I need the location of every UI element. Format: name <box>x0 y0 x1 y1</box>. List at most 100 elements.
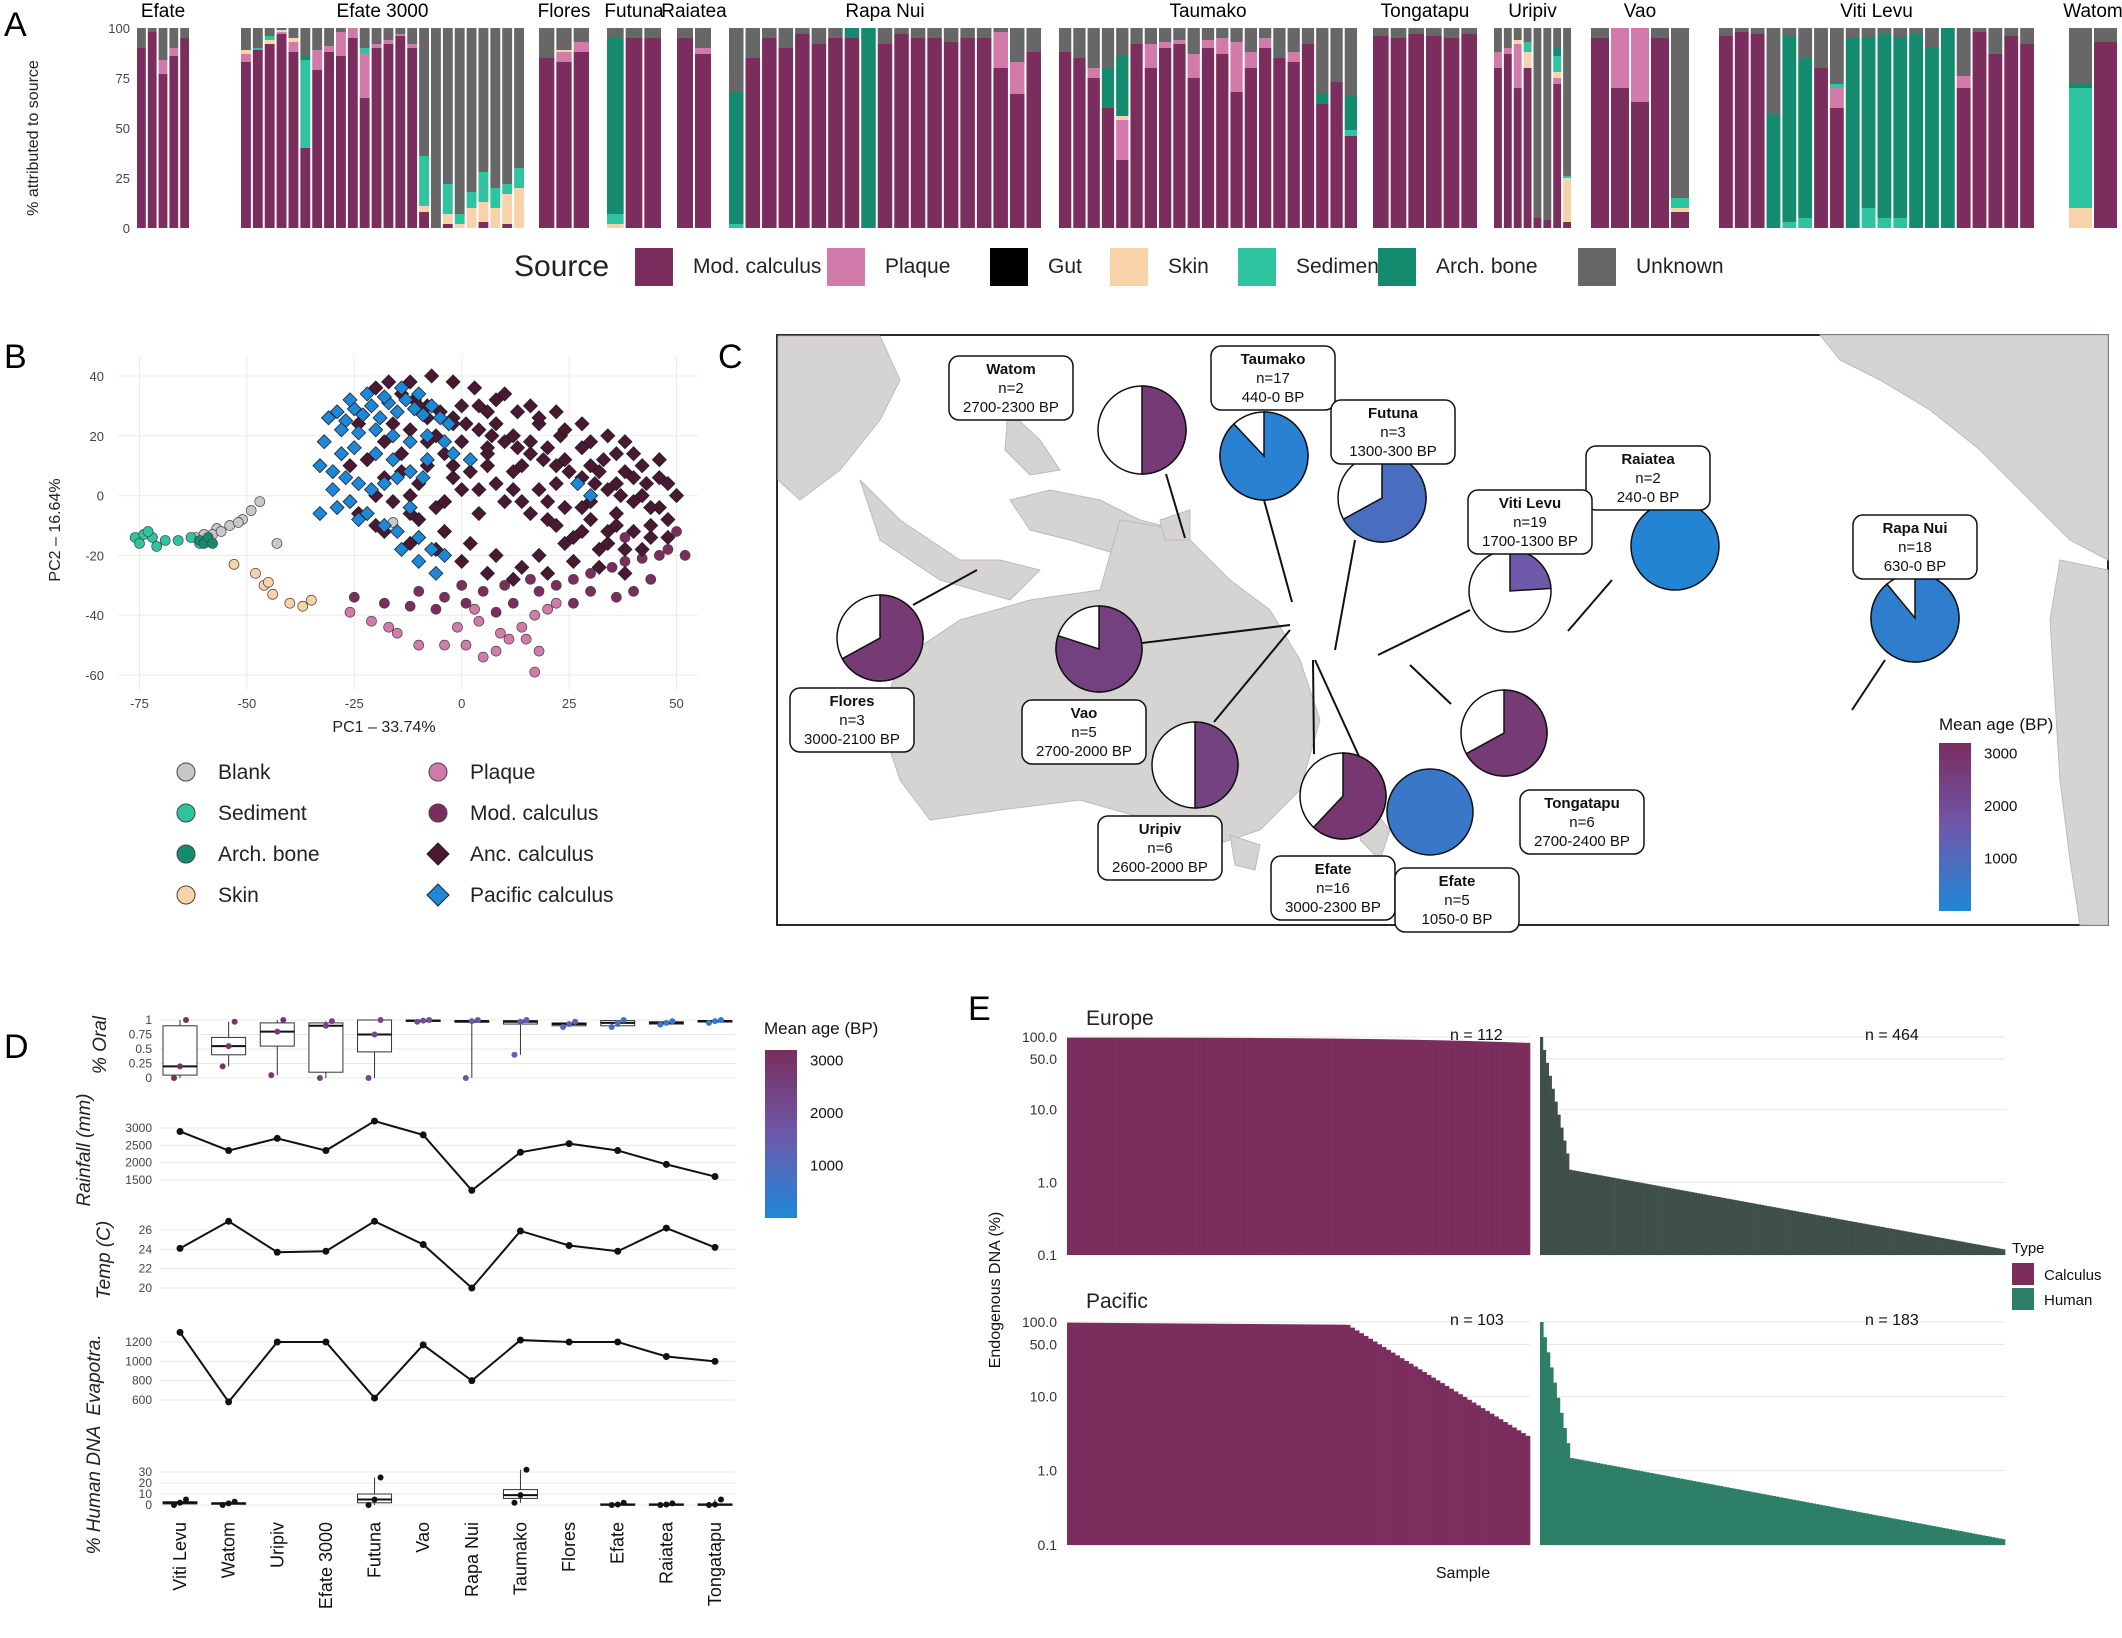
bar <box>1458 1394 1463 1545</box>
bar <box>1623 1467 1627 1545</box>
bar <box>1909 1232 1913 1255</box>
series-line <box>179 1119 716 1192</box>
bar <box>1170 1037 1175 1255</box>
bar <box>1679 1478 1684 1545</box>
bar-segment <box>1814 68 1828 228</box>
bar <box>1435 1380 1441 1545</box>
bar <box>1932 1236 1936 1255</box>
box-body <box>308 1022 344 1073</box>
land-mass <box>1229 834 1261 871</box>
pie-slice <box>1055 605 1143 693</box>
bar <box>1569 1169 1573 1255</box>
scatter-point <box>507 597 519 609</box>
label-box <box>1585 445 1711 511</box>
bar <box>1696 1481 1700 1545</box>
bar <box>1543 1337 1547 1545</box>
bar-segment <box>1159 48 1172 228</box>
bar <box>1192 1323 1198 1545</box>
bar <box>1785 1498 1790 1545</box>
bar <box>1129 1037 1134 1255</box>
bar <box>1858 1512 1863 1545</box>
bar-segment <box>336 28 346 32</box>
box-point <box>328 1018 335 1025</box>
y-tick-label: 75 <box>116 71 130 86</box>
panel-d-stack: 00.250.50.751% Oral1500200025003000Rainf… <box>74 1013 735 1609</box>
bar-segment <box>1513 28 1522 40</box>
x-category-label: Futuna <box>365 1521 385 1578</box>
bar-segment <box>1009 94 1025 228</box>
site-age-range: 3000-2100 BP <box>804 731 900 748</box>
bar-segment <box>695 28 711 48</box>
bar <box>1801 1212 1805 1255</box>
bar <box>1210 1323 1216 1545</box>
legend-label: Arch. bone <box>1436 255 1538 278</box>
bar <box>1264 1324 1270 1545</box>
y-tick-label: 0 <box>97 489 104 504</box>
bar-segment <box>419 212 429 228</box>
scatter-point <box>488 547 504 563</box>
scatter-point <box>522 505 539 522</box>
bar <box>1553 1382 1557 1545</box>
box-point <box>669 1500 676 1507</box>
bar <box>1071 1037 1076 1255</box>
site-age-range: 1300-300 BP <box>1349 443 1437 460</box>
bar-segment <box>877 44 893 228</box>
bar <box>1787 1209 1791 1255</box>
bar-segment <box>264 28 275 36</box>
subplot-ylabel: Temp (C) <box>94 1221 115 1299</box>
bar-segment <box>383 44 394 228</box>
scatter-point <box>404 600 416 612</box>
series-point <box>273 1338 281 1346</box>
bar-segment <box>1026 28 1041 52</box>
bar <box>1888 1228 1892 1255</box>
scatter-point <box>454 482 470 498</box>
bar-segment <box>442 184 453 214</box>
bar <box>1742 1490 1747 1545</box>
bar-segment <box>478 202 489 222</box>
legend-key <box>426 883 450 907</box>
bar-segment <box>137 48 146 228</box>
y-tick-label: 2000 <box>125 1156 152 1170</box>
bar <box>1098 1322 1104 1545</box>
box-point <box>316 1075 323 1081</box>
box-point <box>274 1028 281 1035</box>
legend-swatch <box>635 248 673 286</box>
bar <box>1467 1399 1472 1545</box>
bar <box>1673 1188 1677 1255</box>
bar <box>1734 1200 1738 1255</box>
bar-segment <box>1144 68 1157 228</box>
bar <box>1480 1408 1486 1545</box>
box-point <box>511 1499 518 1506</box>
facet-n-label: n = 103 <box>1450 1312 1504 1329</box>
pie-efate <box>1299 752 1387 840</box>
scatter-point <box>497 386 513 402</box>
bar <box>1341 1324 1346 1545</box>
bar <box>1995 1537 1999 1545</box>
bar <box>1091 1037 1097 1255</box>
bar <box>1615 1178 1619 1255</box>
bar-segment <box>1426 28 1442 36</box>
site-age-range: 240-0 BP <box>1617 489 1680 506</box>
scatter-point <box>548 404 564 420</box>
series-point <box>468 1284 476 1292</box>
bar <box>1912 1232 1916 1255</box>
site-n: n=2 <box>998 380 1023 397</box>
bar-segment <box>607 28 624 38</box>
bar <box>1621 1179 1625 1255</box>
scatter-point <box>651 452 667 468</box>
bar-segment <box>478 28 489 172</box>
land-mass <box>1004 408 1061 476</box>
scatter-point <box>557 422 573 438</box>
scatter-point <box>316 434 332 450</box>
bar <box>1319 1038 1324 1255</box>
scatter-point <box>634 458 650 474</box>
bar <box>1652 1473 1657 1545</box>
bar <box>1891 1228 1895 1255</box>
legend-key <box>176 885 196 905</box>
bar <box>1566 1153 1570 1255</box>
scatter-point <box>497 493 513 510</box>
bar-segment <box>1503 28 1512 48</box>
scatter-point <box>591 464 607 480</box>
bar <box>1757 1204 1762 1255</box>
bar <box>1296 1324 1302 1545</box>
